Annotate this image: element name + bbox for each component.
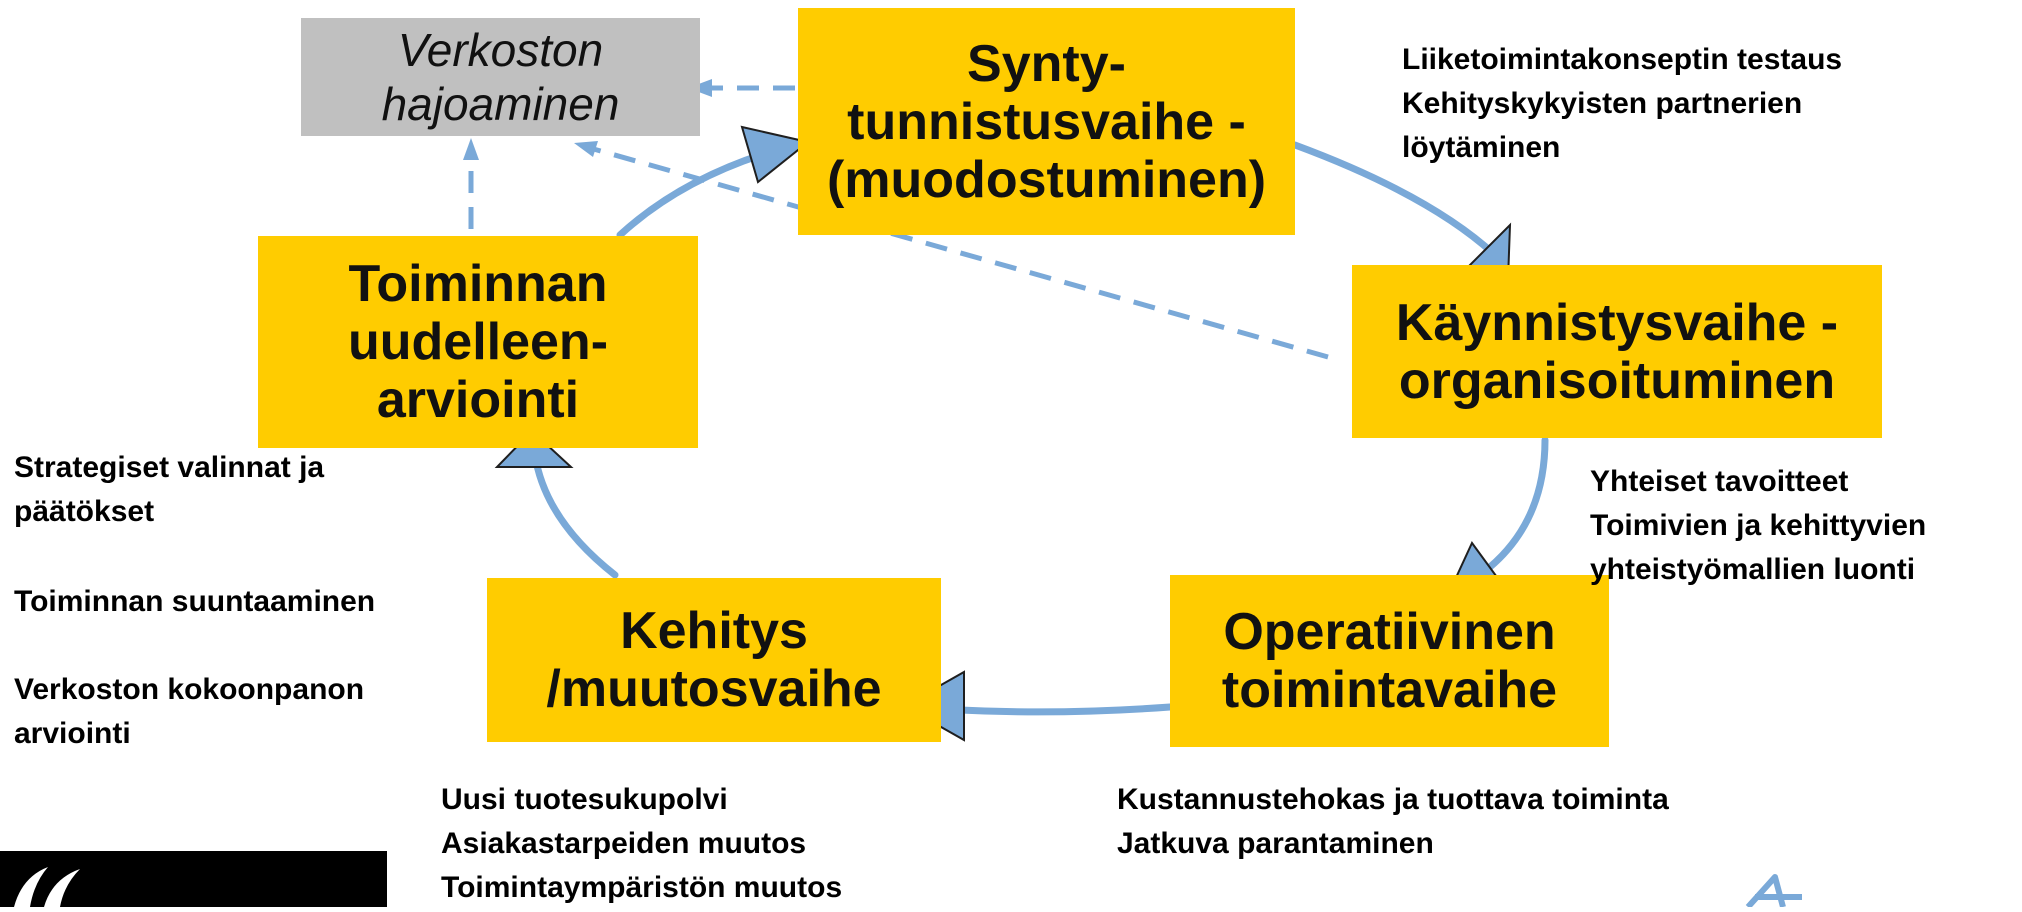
dash-startup-to-disband — [589, 145, 1329, 360]
disband-box: Verkoston hajoaminen — [301, 18, 700, 136]
arc-development-to-reevaluation — [531, 451, 619, 579]
arrowhead-to-birth — [740, 125, 811, 184]
note-operational: Kustannustehokas ja tuottava toiminta Ja… — [1117, 783, 1669, 860]
note-birth: Liiketoimintakonseptin testaus Kehitysky… — [1402, 43, 1843, 164]
stage-development: Kehitys /muutosvaihe — [487, 578, 941, 742]
note-startup: Yhteiset tavoitteet Toimivien ja kehitty… — [1590, 465, 1927, 586]
stage-operational: Operatiivinen toimintavaihe — [1170, 575, 1609, 747]
cycle-arcs — [531, 141, 1549, 716]
note-development: Uusi tuotesukupolvi Asiakastarpeiden muu… — [441, 783, 843, 904]
arrowhead-to-reevaluation — [494, 429, 574, 468]
arc-startup-to-operational — [1486, 436, 1549, 571]
star-mark-stroke — [1745, 874, 1802, 907]
stage-startup: Käynnistysvaihe - organisoituminen — [1352, 265, 1882, 438]
note-reevaluation-composition: Verkoston kokoonpanon arviointi — [14, 673, 365, 750]
stage-birth: Synty- tunnistusvaihe - (muodostuminen) — [798, 8, 1295, 235]
organization-logo — [0, 851, 387, 907]
stage-reevaluation: Toiminnan uudelleen- arviointi — [258, 236, 698, 448]
arc-birth-to-startup — [1291, 141, 1499, 259]
arc-operational-to-development — [956, 703, 1174, 716]
dash-head-birth — [688, 79, 712, 97]
star-mark-icon — [1745, 874, 1802, 907]
dashed-arrowheads — [463, 79, 712, 160]
arc-reevaluation-to-birth — [616, 148, 774, 239]
dash-head-startup — [574, 141, 598, 157]
note-reevaluation-choices: Strategiset valinnat ja päätökset — [14, 451, 325, 528]
note-reevaluation-direction: Toiminnan suuntaaminen — [14, 585, 376, 618]
logo-mark-icon — [14, 867, 80, 907]
dash-head-reevaluation — [463, 138, 479, 160]
